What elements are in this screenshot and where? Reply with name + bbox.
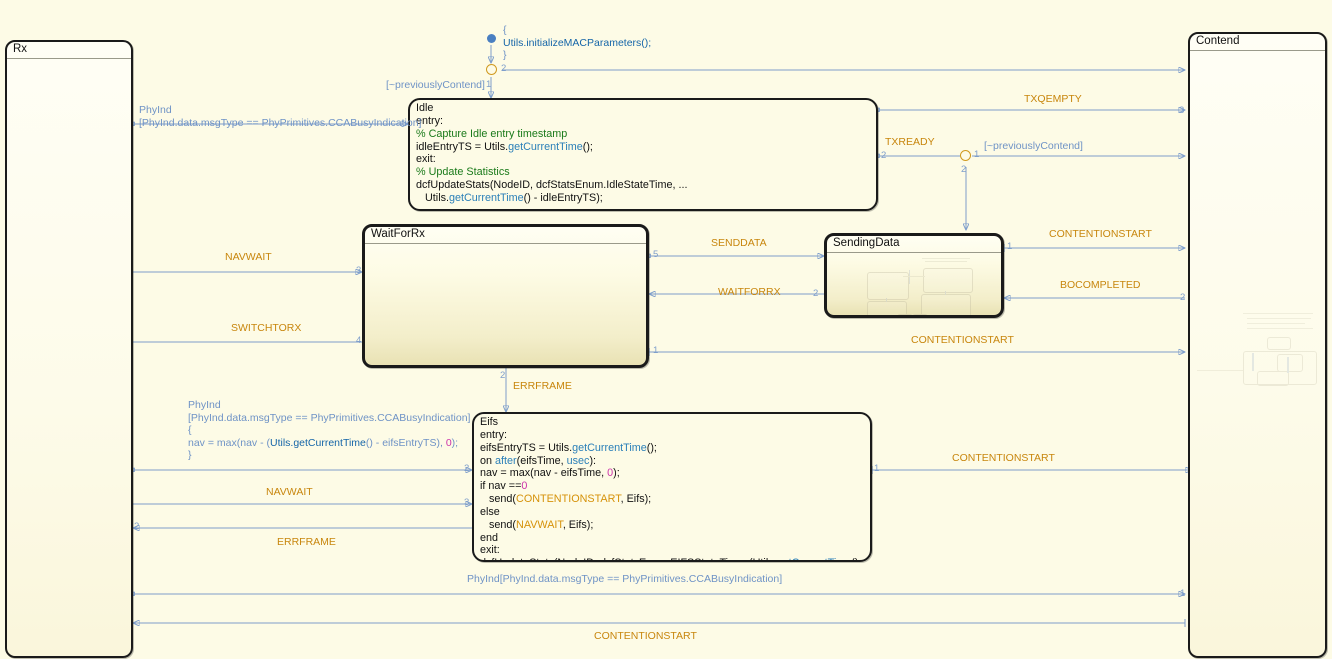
label-contentionstart-eifs: CONTENTIONSTART: [952, 452, 1055, 464]
junction-txready-order-down: 2: [961, 164, 967, 175]
idle-line-5: % Update Statistics: [416, 166, 510, 179]
default-action-call: Utils.initializeMACParameters();: [503, 36, 652, 49]
order-txready: 2: [881, 150, 887, 161]
order-waitforrx-evt: 2: [813, 288, 819, 299]
junction-txready-condition: [~previouslyContend]: [984, 140, 1083, 152]
state-eifs-code: Eifs entry: eifsEntryTS = Utils.getCurre…: [480, 416, 870, 560]
sendingdata-subchart-preview: [837, 256, 1001, 315]
state-contend-divider: [1190, 50, 1325, 51]
idle-line-3: idleEntryTS = Utils.getCurrentTime();: [416, 140, 593, 153]
state-contend[interactable]: Contend: [1188, 32, 1327, 658]
eifs-line-6: send(CONTENTIONSTART, Eifs);: [480, 493, 652, 506]
state-contend-label: Contend: [1196, 35, 1240, 47]
order-contentionstart-waitforrx: 1: [653, 345, 659, 356]
eifs-line-3: on after(eifsTime, usec):: [480, 454, 597, 467]
state-idle-code: Idle entry: % Capture Idle entry timesta…: [416, 102, 873, 205]
state-idle[interactable]: Idle entry: % Capture Idle entry timesta…: [408, 98, 878, 211]
default-junction-order-top: 2: [501, 63, 507, 74]
label-bocompleted: BOCOMPLETED: [1060, 279, 1141, 291]
eifs-line-2: eifsEntryTS = Utils.getCurrentTime();: [480, 441, 657, 454]
label-errframe-eifs-rx: ERRFRAME: [277, 536, 336, 548]
order-rx-to-contend-phyind: 1: [1180, 588, 1186, 599]
label-waitforrx-evt: WAITFORRX: [718, 286, 781, 298]
order-senddata: 5: [653, 249, 659, 260]
state-sendingdata[interactable]: SendingData: [824, 233, 1004, 318]
order-txqempty: 3: [1179, 105, 1185, 116]
eifs-line-4: nav = max(nav - eifsTime, 0);: [480, 467, 620, 480]
order-errframe-eifs-rx: 2: [134, 521, 140, 532]
state-waitforrx[interactable]: WaitForRx: [362, 224, 649, 368]
idle-line-4: exit:: [416, 153, 436, 166]
label-rx-to-eifs-phyind: PhyInd [PhyInd.data.msgType == PhyPrimit…: [188, 399, 471, 462]
eifs-line-10: exit:: [480, 544, 500, 557]
state-sendingdata-divider: [827, 252, 1001, 253]
junction-txready-order-right: 1: [974, 149, 980, 160]
order-contentionstart-eifs: 1: [874, 463, 880, 474]
order-bocompleted: 2: [1180, 292, 1186, 303]
eifs-line-8: send(NAVWAIT, Eifs);: [480, 518, 594, 531]
default-transition-dot: [487, 34, 496, 43]
label-contentionstart-bottom: CONTENTIONSTART: [594, 630, 697, 642]
state-rx-divider: [7, 58, 131, 59]
state-waitforrx-label: WaitForRx: [371, 228, 425, 240]
state-sendingdata-label: SendingData: [833, 237, 900, 249]
order-navwait-waitforrx: 3: [356, 265, 362, 276]
label-errframe-waitforrx-eifs: ERRFRAME: [513, 380, 572, 392]
idle-line-1: entry:: [416, 114, 444, 127]
eifs-line-11: dcfUpdateStats(NodeID, dcfStatsEnum.EIFS…: [480, 557, 870, 560]
order-switchtorx: 4: [356, 335, 362, 346]
eifs-line-7: else: [480, 505, 500, 518]
label-navwait-rx-eifs: NAVWAIT: [266, 486, 313, 498]
order-rx-to-eifs-phyind: 2: [464, 463, 470, 474]
idle-line-7: Utils.getCurrentTime() - idleEntryTS);: [416, 191, 603, 204]
contend-subchart-preview: [1197, 309, 1325, 386]
default-action-brace-open: {: [503, 24, 507, 36]
label-senddata: SENDDATA: [711, 237, 767, 249]
label-contentionstart-waitforrx: CONTENTIONSTART: [911, 334, 1014, 346]
label-txqempty: TXQEMPTY: [1024, 93, 1082, 105]
state-waitforrx-divider: [365, 243, 646, 244]
label-contentionstart-sending: CONTENTIONSTART: [1049, 228, 1152, 240]
idle-line-0: Idle: [416, 102, 434, 114]
default-action-brace-close: }: [503, 49, 507, 62]
order-contentionstart-sending: 1: [1007, 241, 1013, 252]
state-rx[interactable]: Rx: [5, 40, 133, 658]
order-navwait-rx-eifs: 3: [464, 497, 470, 508]
eifs-line-0: Eifs: [480, 416, 498, 428]
state-rx-label: Rx: [13, 43, 28, 55]
label-txready: TXREADY: [885, 136, 935, 148]
junction-txready[interactable]: [960, 150, 971, 161]
label-navwait-rx-waitforrx: NAVWAIT: [225, 251, 272, 263]
junction-default[interactable]: [486, 64, 497, 75]
idle-line-6: dcfUpdateStats(NodeID, dcfStatsEnum.Idle…: [416, 179, 688, 192]
default-transition-action: { Utils.initializeMACParameters(); }: [503, 24, 651, 62]
order-errframe-waitforrx-eifs: 2: [500, 370, 506, 381]
label-switchtorx: SWITCHTORX: [231, 322, 302, 334]
idle-line-2: % Capture Idle entry timestamp: [416, 127, 568, 140]
eifs-line-5: if nav ==0: [480, 480, 528, 493]
default-transition-condition: [~previouslyContend]: [386, 79, 485, 91]
eifs-line-9: end: [480, 531, 499, 544]
label-rx-to-contend-phyind: PhyInd[PhyInd.data.msgType == PhyPrimiti…: [467, 573, 783, 585]
label-rx-to-idle: PhyInd [PhyInd.data.msgType == PhyPrimit…: [139, 104, 422, 129]
default-junction-order-down: 1: [486, 79, 492, 90]
eifs-line-1: entry:: [480, 428, 508, 441]
state-eifs[interactable]: Eifs entry: eifsEntryTS = Utils.getCurre…: [472, 412, 872, 562]
